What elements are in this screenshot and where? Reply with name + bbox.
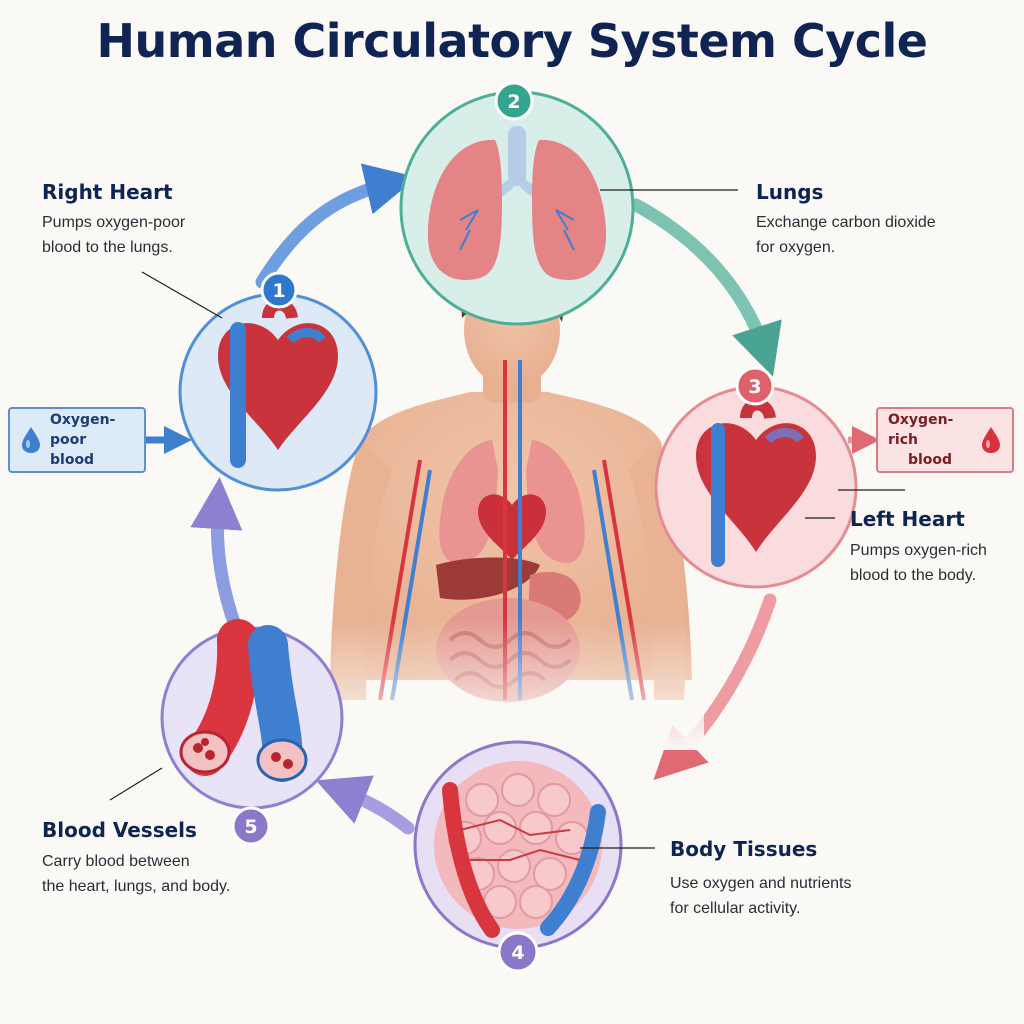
label-lungs-desc: Exchange carbon dioxide for oxygen. — [756, 210, 936, 260]
arrow-1-to-2 — [255, 163, 418, 289]
badge-5: 5 — [231, 806, 271, 846]
label-blood-vessels-line-2: the heart, lungs, and body. — [42, 878, 231, 895]
label-blood-vessels-title: Blood Vessels — [42, 818, 197, 842]
arrow-4-to-5 — [315, 775, 415, 835]
badge-1-text: 1 — [272, 280, 285, 302]
label-right-heart-title: Right Heart — [42, 180, 173, 204]
label-right-heart-desc: Pumps oxygen-poor blood to the lungs. — [42, 210, 185, 260]
tissue-icon — [434, 761, 606, 938]
stage-body-tissues — [413, 740, 623, 950]
label-body-tissues-title: Body Tissues — [670, 837, 818, 861]
oxygen-poor-tag: Oxygen-poor blood — [8, 407, 146, 473]
label-left-heart-title: Left Heart — [850, 507, 965, 531]
badge-4-text: 4 — [511, 942, 524, 964]
label-left-heart-line-1: Pumps oxygen-rich — [850, 542, 987, 559]
stage-lungs — [399, 90, 635, 326]
oxygen-rich-line-1: Oxygen-rich — [888, 412, 954, 448]
oxygen-poor-line-2: blood — [50, 452, 95, 468]
lungs-icon — [427, 126, 607, 280]
stage-left-heart — [654, 385, 858, 589]
badge-5-text: 5 — [244, 816, 257, 838]
label-body-tissues-line-1: Use oxygen and nutrients — [670, 875, 852, 892]
oxygen-poor-line-1: Oxygen-poor — [50, 412, 116, 448]
arrow-5-to-1 — [190, 477, 243, 635]
label-lungs-title: Lungs — [756, 180, 824, 204]
page-title: Human Circulatory System Cycle — [96, 14, 928, 68]
label-right-heart-line-1: Pumps oxygen-poor — [42, 214, 186, 231]
label-lungs-line-1: Exchange carbon dioxide — [756, 214, 936, 231]
blood-vessel-icon — [179, 619, 308, 782]
label-left-heart-desc: Pumps oxygen-rich blood to the body. — [850, 538, 987, 588]
blood-drop-icon — [982, 427, 1000, 453]
label-body-tissues-line-2: for cellular activity. — [670, 900, 801, 917]
human-body-icon — [320, 263, 704, 750]
label-right-heart-line-2: blood to the lungs. — [42, 239, 173, 256]
blood-drop-icon — [22, 427, 40, 453]
oxygen-rich-line-2: blood — [907, 452, 953, 468]
badge-2: 2 — [494, 81, 534, 121]
leader-right-heart — [141, 271, 223, 319]
heart-icon — [696, 398, 816, 567]
badge-2-text: 2 — [507, 91, 520, 113]
badge-1: 1 — [260, 271, 298, 309]
oxygen-rich-tag: Oxygen-rich blood — [876, 407, 1014, 473]
stage-blood-vessels — [160, 619, 344, 810]
badge-4: 4 — [497, 931, 539, 973]
label-blood-vessels-line-1: Carry blood between — [42, 853, 190, 870]
label-lungs-line-2: for oxygen. — [756, 239, 836, 256]
label-body-tissues-desc: Use oxygen and nutrients for cellular ac… — [670, 871, 851, 921]
arrow-2-to-3 — [629, 198, 782, 377]
leader-blood-vessels — [109, 767, 163, 801]
label-left-heart-line-2: blood to the body. — [850, 567, 977, 584]
badge-3-text: 3 — [748, 376, 761, 398]
badge-3: 3 — [735, 366, 775, 406]
stage-right-heart — [178, 292, 378, 492]
label-blood-vessels-desc: Carry blood between the heart, lungs, an… — [42, 849, 230, 899]
